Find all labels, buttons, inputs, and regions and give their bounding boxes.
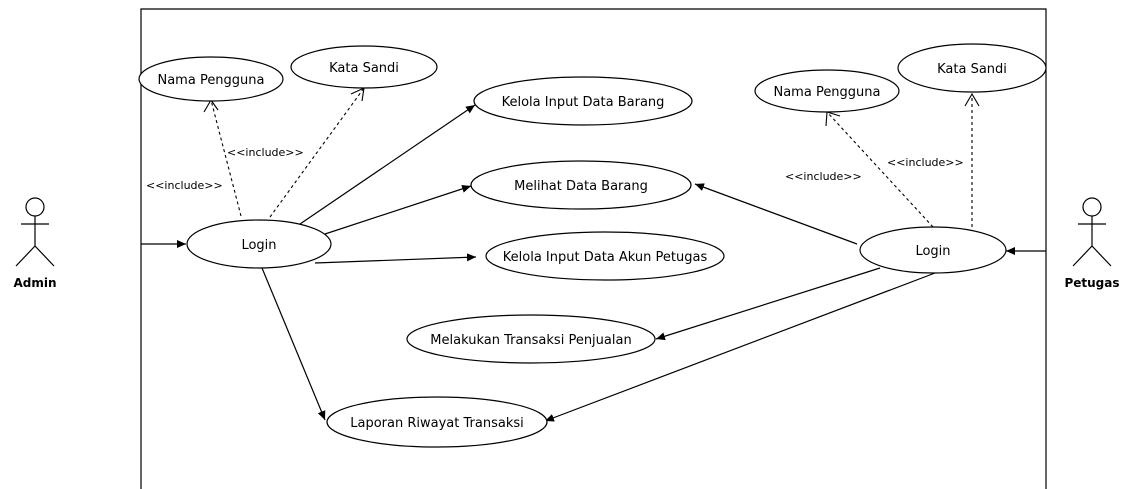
use-case-kelola-input-data-akun-petugas[interactable]: Kelola Input Data Akun Petugas xyxy=(485,231,725,281)
admin-include-label-left: <<include>> xyxy=(146,179,223,192)
use-case-label: Login xyxy=(241,238,276,253)
use-case-laporan-riwayat-transaksi[interactable]: Laporan Riwayat Transaksi xyxy=(326,396,548,448)
petugas-head-icon xyxy=(1082,197,1102,217)
use-case-label: Melihat Data Barang xyxy=(514,179,648,194)
admin-include-nama-pengguna xyxy=(210,99,242,217)
use-case-petugas-login[interactable]: Login xyxy=(859,226,1007,274)
admin-leg-right xyxy=(34,245,55,267)
admin-head-icon xyxy=(25,197,45,217)
system-boundary xyxy=(140,8,1047,489)
admin-to-laporan xyxy=(261,267,326,421)
use-case-label: Laporan Riwayat Transaksi xyxy=(350,416,523,431)
use-case-label: Kata Sandi xyxy=(329,61,399,76)
petugas-to-transaksi xyxy=(655,267,881,341)
petugas-label: Petugas xyxy=(1064,276,1119,290)
petugas-leg-right xyxy=(1091,245,1112,267)
use-case-label: Login xyxy=(915,244,950,259)
petugas-actor[interactable]: Petugas xyxy=(1064,197,1120,290)
use-case-melakukan-transaksi-penjualan[interactable]: Melakukan Transaksi Penjualan xyxy=(406,314,656,364)
petugas-to-laporan xyxy=(544,272,936,422)
admin-include-nama-pengguna-arrowhead xyxy=(203,98,219,113)
use-case-label: Melakukan Transaksi Penjualan xyxy=(430,333,631,348)
admin-include-kata-sandi xyxy=(269,87,365,218)
use-case-label: Nama Pengguna xyxy=(773,85,880,100)
use-case-melihat-data-barang[interactable]: Melihat Data Barang xyxy=(470,160,692,210)
admin-to-melihat-barang xyxy=(324,185,472,235)
use-case-label: Nama Pengguna xyxy=(157,73,264,88)
petugas-include-label-left: <<include>> xyxy=(785,170,862,183)
use-case-label: Kata Sandi xyxy=(937,62,1007,77)
use-case-label: Kelola Input Data Akun Petugas xyxy=(503,250,708,265)
admin-include-label-right: <<include>> xyxy=(227,146,304,159)
admin-actor[interactable]: Admin xyxy=(13,197,57,290)
use-case-admin-login[interactable]: Login xyxy=(186,219,332,269)
use-case-admin-nama-pengguna[interactable]: Nama Pengguna xyxy=(138,56,284,102)
admin-leg-left xyxy=(15,245,36,267)
admin-to-kelola-akun xyxy=(314,253,477,264)
use-case-admin-kata-sandi[interactable]: Kata Sandi xyxy=(290,45,438,89)
use-case-kelola-input-data-barang[interactable]: Kelola Input Data Barang xyxy=(473,76,693,126)
admin-label: Admin xyxy=(13,276,56,290)
use-case-petugas-kata-sandi[interactable]: Kata Sandi xyxy=(897,43,1047,93)
admin-to-kelola-barang xyxy=(299,104,476,225)
petugas-include-nama-pengguna xyxy=(826,111,934,228)
petugas-leg-left xyxy=(1072,245,1093,267)
use-case-petugas-nama-pengguna[interactable]: Nama Pengguna xyxy=(754,69,900,113)
petugas-include-kata-sandi-arrowhead xyxy=(964,92,980,107)
petugas-to-melihat-barang xyxy=(694,183,858,245)
use-case-label: Kelola Input Data Barang xyxy=(502,95,665,110)
petugas-include-label-right: <<include>> xyxy=(887,156,964,169)
